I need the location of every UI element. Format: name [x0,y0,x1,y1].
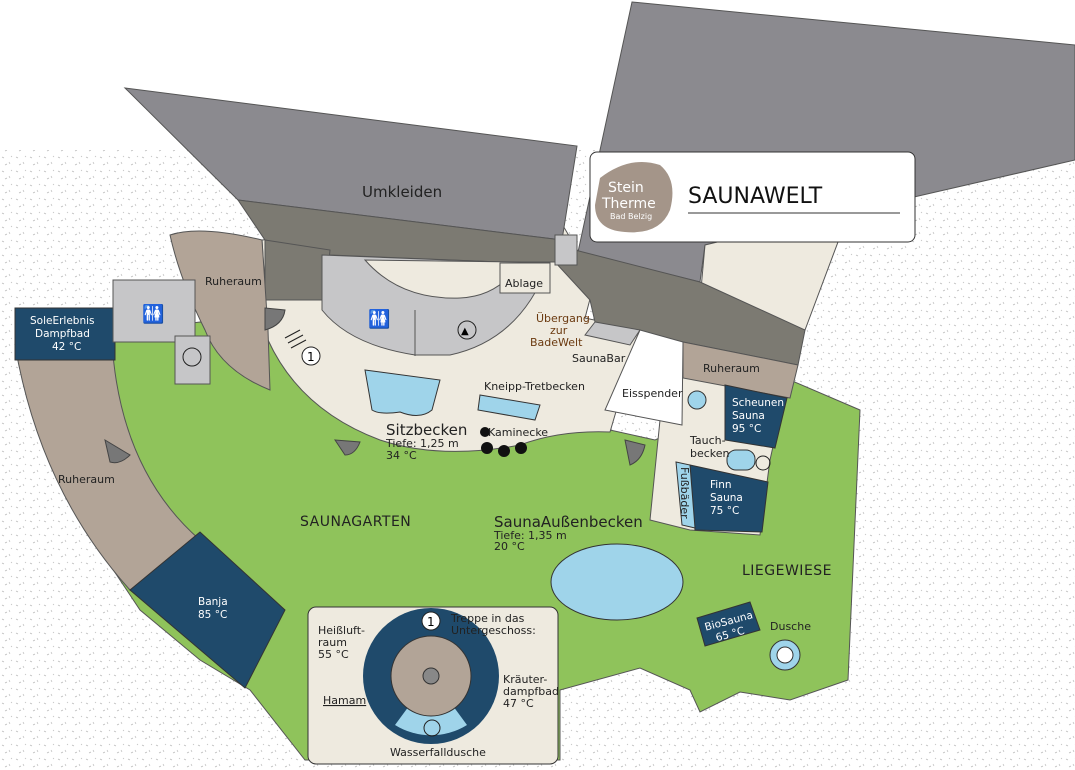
door-icons [104,307,646,466]
umkleiden-label: Umkleiden [362,183,442,201]
page-title: SAUNAWELT [688,184,823,209]
fussbaeder-label: Fußbäder [678,467,691,519]
wc-left [112,279,196,343]
sitzbecken-label: Sitzbecken [386,421,467,439]
shower-icon [457,320,477,340]
shower-icon [182,347,202,367]
heissluft-label-2: raum [318,636,347,649]
sitzbecken-pool [364,369,441,416]
kraeuter-label: Kräuter- [503,673,547,686]
banja-label: Banja [198,596,228,608]
shower-left [174,335,211,385]
wc-icon: 🚻 [368,308,390,330]
ruheraum-top-label: Ruheraum [205,275,262,288]
inset-treppe-label: Treppe in das [450,612,525,625]
stairs-icon [284,329,307,349]
scheunen-label: Scheunen [732,397,784,409]
heissluft-label: Heißluft- [318,624,365,637]
tauchbecken-pool [726,449,756,471]
kraeuter-temp: 47 °C [503,697,534,710]
biosauna [696,601,761,647]
sitzbecken-depth: Tiefe: 1,25 m [385,437,459,450]
kaminecke-seats [480,427,527,457]
saunagarten-label: SAUNAGARTEN [300,514,411,530]
scheunen-temp: 95 °C [732,423,761,435]
dusche-icon [769,639,801,671]
kaminecke-label: Kaminecke [488,426,548,439]
shower-icon [423,719,441,737]
finn-label: Finn [710,479,732,491]
aussenbecken-label: SaunaAußenbecken [494,513,643,531]
uebergang-label: Übergang [536,312,590,325]
sole-dampfbad [14,307,116,361]
ruheraum-right [682,341,799,399]
heissluft-temp: 55 °C [318,648,349,661]
logo-text-2: Therme [601,196,656,212]
saunabar-label: SaunaBar [572,352,626,365]
inset-treppe-label-2: Untergeschoss: [451,624,536,637]
eisspender-label: Eisspender [622,387,683,400]
umkleiden-dark-box [264,239,331,301]
header-card: Stein Therme Bad Belzig SAUNAWELT [589,151,916,243]
wc-icon: 🚻 [142,303,164,325]
logo-location: Bad Belzig [610,212,652,221]
saunabar [584,321,641,346]
kneipp-label: Kneipp-Tretbecken [484,380,585,393]
dusche-label: Dusche [770,620,811,633]
sole-label-2: Dampfbad [35,328,90,340]
uebergang-label-3: BadeWelt [530,336,583,349]
finn-temp: 75 °C [710,505,739,517]
banja-temp: 85 °C [198,609,227,621]
tauchbecken-label-2: becken [690,447,730,460]
sitzbecken-temp: 34 °C [386,449,417,462]
svg-text:▲: ▲ [461,326,469,337]
uebergang-label-2: zur [550,324,568,337]
eisspender-area [604,329,684,426]
shower-icon [755,455,771,471]
aussenbecken-depth: Tiefe: 1,35 m [493,529,567,542]
kraeuter-label-2: dampfbad [503,685,559,698]
banja-sauna [129,531,286,689]
scheunen-sauna [724,384,788,449]
sole-temp: 42 °C [52,341,81,353]
tauchbecken-label: Tauch- [689,434,726,447]
logo-text: Stein [608,180,644,196]
ablage-area [499,262,551,294]
fussbaeder [675,461,696,529]
liegewiese-label: LIEGEWIESE [742,563,832,579]
eisspender-icon [687,390,707,410]
ruheraum-right-label: Ruheraum [703,362,760,375]
scheunen-label-2: Sauna [732,410,765,422]
ablage-label: Ablage [505,277,543,290]
stairs-inset: 1 Treppe in das Untergeschoss: Heißluft-… [307,606,559,765]
wasserfall-label: Wasserfalldusche [390,746,486,759]
aussenbecken-pool [550,543,684,621]
finn-label-2: Sauna [710,492,743,504]
aussenbecken-temp: 20 °C [494,540,525,553]
inset-marker: 1 [427,615,435,629]
hamam-label: Hamam [323,694,366,707]
stairs-marker [301,346,321,366]
kneipp-pool [477,394,541,421]
ruheraum-left-label: Ruheraum [58,473,115,486]
steintherme-logo [595,161,673,233]
stairs-marker-number: 1 [307,350,315,364]
sole-label: SoleErlebnis [30,315,95,327]
